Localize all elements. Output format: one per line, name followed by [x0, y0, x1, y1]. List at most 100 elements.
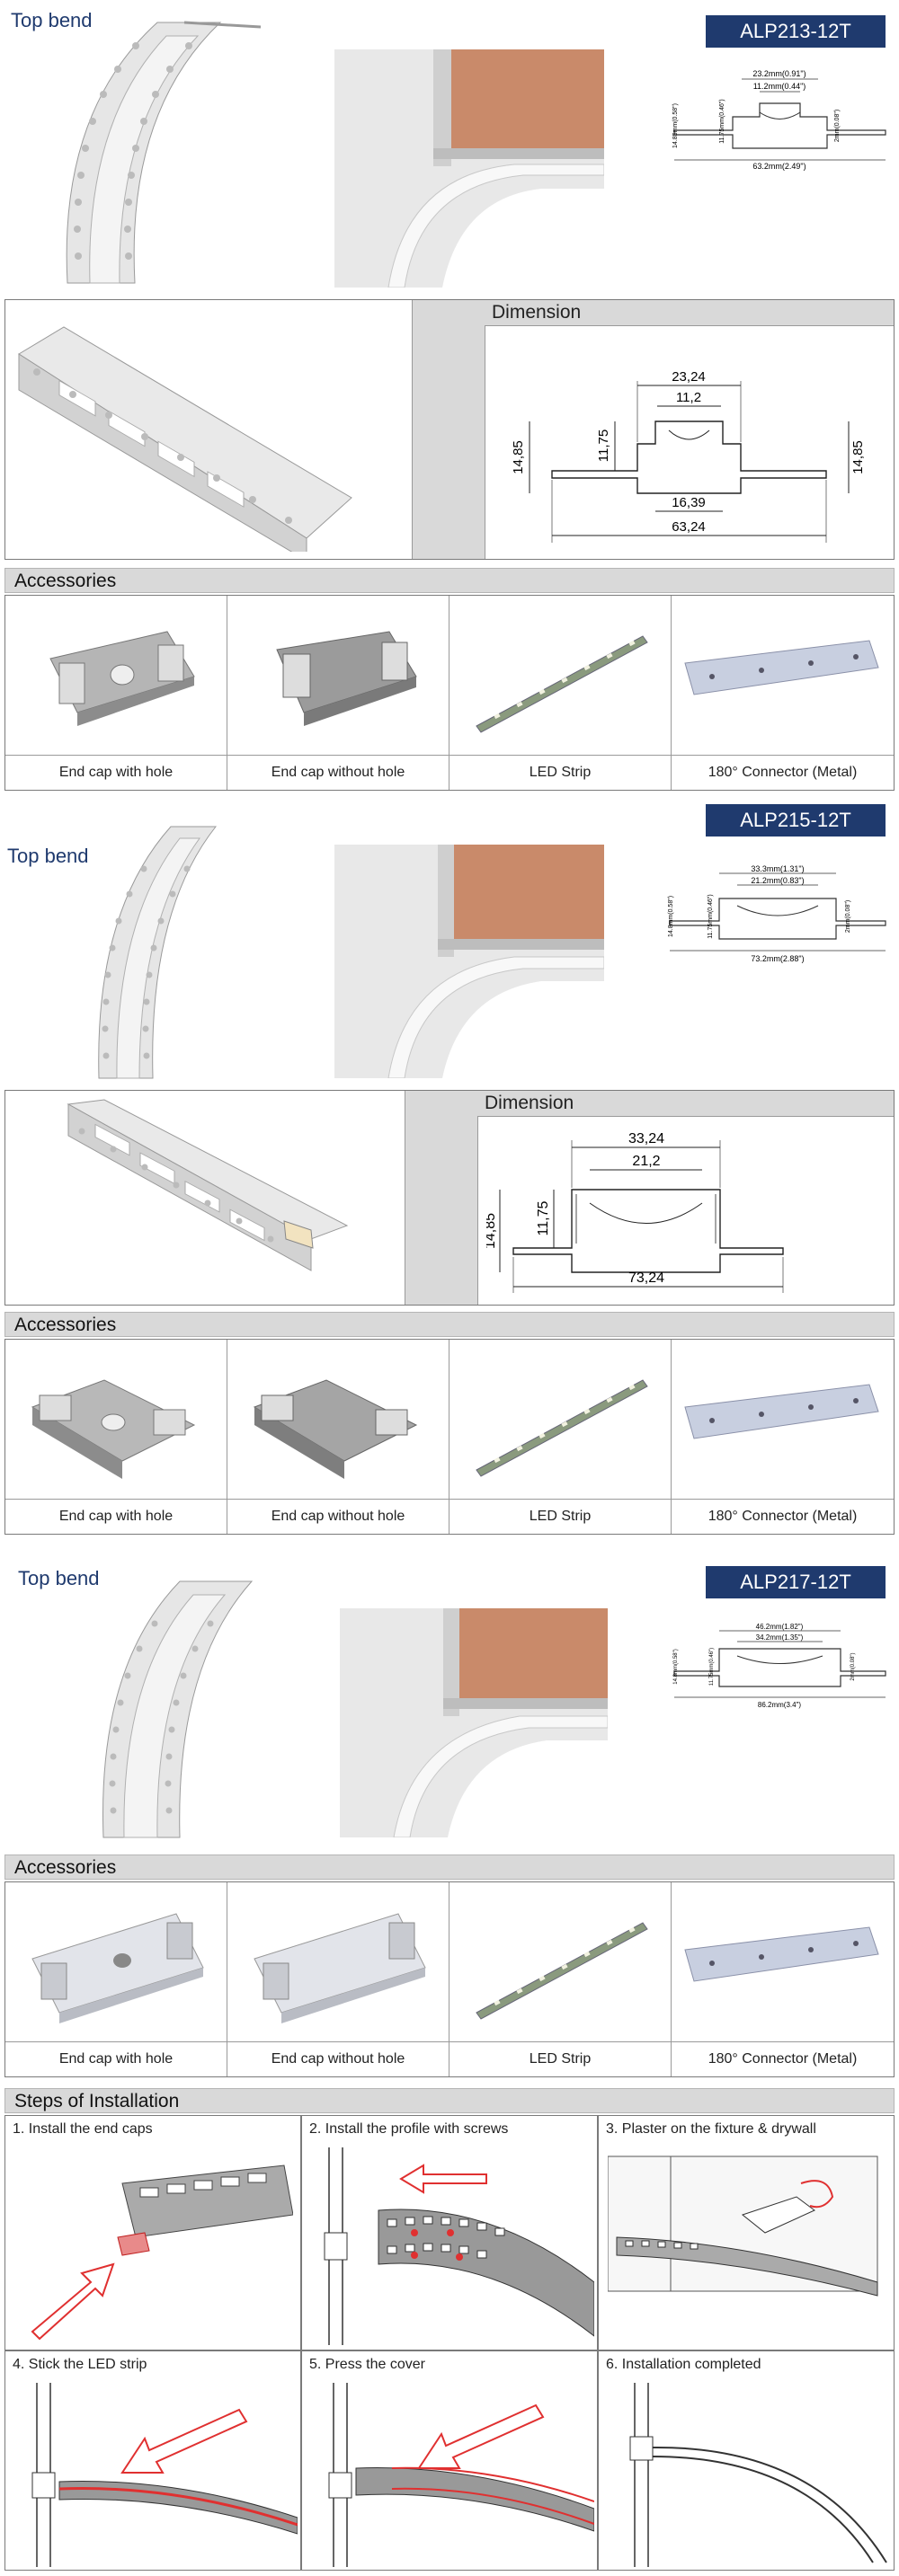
accessory-caption: End cap with hole	[5, 1499, 227, 1534]
dim-h-left: 14,85	[486, 1213, 498, 1249]
dim-h3: 2mm(0.08")	[834, 110, 841, 142]
top-bend-label: Top bend	[18, 1567, 100, 1589]
end-cap-with-hole-image	[31, 1379, 196, 1479]
dim-h2: 11.75mm(0.46")	[708, 894, 714, 938]
accessory-end-cap-with-hole: End cap with hole	[5, 1340, 227, 1534]
accessory-caption: LED Strip	[450, 755, 671, 790]
accessory-led-strip: LED Strip	[450, 1340, 672, 1534]
dim-h-inner: 11,75	[596, 429, 611, 462]
accessory-end-cap-with-hole: End cap with hole	[5, 1882, 227, 2076]
end-cap-with-hole-image	[49, 631, 195, 726]
profile-3d-image	[18, 326, 352, 552]
accessory-led-strip: LED Strip	[450, 596, 672, 790]
dim-h2: 11.75mm(0.46")	[709, 1648, 715, 1686]
step-title: 6. Installation completed	[606, 2357, 761, 2372]
accessories-grid: End cap with hole End cap without hole L…	[4, 595, 895, 791]
accessory-connector-metal: 180° Connector (Metal)	[672, 596, 894, 790]
installation-step-6: 6. Installation completed	[598, 2350, 895, 2571]
dim-top: 33,24	[628, 1131, 664, 1146]
installation-step-4: 4. Stick the LED strip	[4, 2350, 301, 2571]
end-cap-without-hole-image	[253, 1379, 418, 1479]
top-bend-label: Top bend	[11, 9, 93, 31]
accessory-caption: End cap without hole	[227, 2041, 449, 2076]
step-4-illustration	[31, 2383, 298, 2567]
product-dimension-panel: Dimension 23,24 11,2 16,39 63,24 14,85 1…	[4, 299, 895, 560]
dim-w3: 63.2mm(2.49")	[752, 162, 806, 171]
divider-strip	[405, 1091, 478, 1305]
step-2-illustration	[324, 2147, 594, 2345]
accessory-caption: 180° Connector (Metal)	[672, 2041, 894, 2076]
dim-h-right: 14,85	[850, 440, 866, 474]
step-3-illustration	[608, 2156, 878, 2297]
dim-h2: 11.75mm(0.46")	[719, 99, 725, 143]
step-1-illustration	[31, 2164, 293, 2341]
accessory-end-cap-without-hole: End cap without hole	[227, 1882, 450, 2076]
connector-image	[684, 1384, 879, 1439]
led-strip-image	[476, 635, 648, 733]
installation-header: Steps of Installation	[4, 2088, 895, 2113]
model-label: ALP215-12T	[706, 804, 886, 837]
led-strip-image	[476, 1379, 648, 1477]
step-title: 1. Install the end caps	[13, 2121, 153, 2137]
end-cap-without-hole-image	[276, 631, 417, 726]
dim-w1: 23.2mm(0.91")	[752, 69, 806, 78]
curved-profile-image	[102, 1580, 254, 1838]
small-dimension-drawing: 33.3mm(1.31") 21.2mm(0.83") 73.2mm(2.88"…	[668, 864, 886, 963]
step-title: 4. Stick the LED strip	[13, 2357, 147, 2372]
accessory-connector-metal: 180° Connector (Metal)	[672, 1340, 894, 1534]
dim-w1: 46.2mm(1.82")	[756, 1623, 804, 1631]
connector-image	[684, 640, 879, 695]
dim-h3: 2mm(0.08")	[845, 900, 851, 933]
profile-3d-image	[67, 1099, 349, 1271]
dim-w2: 34.2mm(1.35")	[756, 1633, 804, 1642]
dim-bottom-inner: 16,39	[672, 495, 706, 510]
curved-profile-image	[98, 826, 218, 1079]
dim-total: 73,24	[628, 1270, 664, 1286]
dimension-panel: Dimension 23,24 11,2 16,39 63,24 14,85 1…	[485, 300, 894, 559]
accessory-end-cap-with-hole: End cap with hole	[5, 596, 227, 790]
divider-strip	[412, 300, 485, 559]
step-5-illustration	[328, 2383, 594, 2567]
dimension-drawing: 23,24 11,2 16,39 63,24 14,85 11,75 14,85	[511, 369, 866, 543]
accessory-caption: 180° Connector (Metal)	[672, 1499, 894, 1534]
dim-total: 63,24	[672, 519, 706, 535]
accessories-grid: End cap with hole End cap without hole L…	[4, 1881, 895, 2077]
dim-inner: 11,2	[676, 390, 701, 405]
accessories-header: Accessories	[4, 1312, 895, 1337]
dimension-drawing: 33,24 21,2 73,24 14,85 11,75	[486, 1131, 784, 1293]
accessories-grid: End cap with hole End cap without hole L…	[4, 1339, 895, 1535]
accessory-end-cap-without-hole: End cap without hole	[227, 596, 450, 790]
accessory-caption: End cap with hole	[5, 755, 227, 790]
dim-w1: 33.3mm(1.31")	[751, 864, 804, 873]
dimension-title: Dimension	[477, 1091, 894, 1117]
dim-h-inner: 11,75	[536, 1200, 551, 1235]
connector-image	[684, 1926, 879, 1982]
accessory-connector-metal: 180° Connector (Metal)	[672, 1882, 894, 2076]
dim-w3: 73.2mm(2.88")	[751, 954, 804, 963]
model-label: ALP217-12T	[706, 1566, 886, 1598]
dim-w3: 86.2mm(3.4")	[758, 1701, 802, 1709]
end-cap-with-hole-image	[31, 1913, 204, 2023]
dim-h1: 14.85mm(0.58")	[672, 103, 679, 148]
step-6-illustration	[629, 2383, 887, 2567]
dim-w2: 21.2mm(0.83")	[751, 876, 804, 885]
dim-h3: 2mm(0.08")	[850, 1652, 856, 1680]
ceiling-render-image	[334, 49, 604, 288]
accessory-caption: End cap without hole	[227, 1499, 449, 1534]
ceiling-render-image	[340, 1608, 608, 1837]
dim-h1: 14.8mm(0.58")	[673, 1649, 679, 1684]
model-label: ALP213-12T	[706, 15, 886, 48]
accessory-caption: End cap with hole	[5, 2041, 227, 2076]
dim-h1: 14.8mm(0.58")	[668, 896, 674, 937]
accessories-header: Accessories	[4, 1855, 895, 1880]
top-bend-label: Top bend	[7, 845, 89, 867]
curved-profile-image	[66, 21, 262, 284]
small-dimension-drawing: 23.2mm(0.91") 11.2mm(0.44") 63.2mm(2.49"…	[672, 69, 886, 171]
installation-step-2: 2. Install the profile with screws	[301, 2115, 598, 2350]
step-title: 2. Install the profile with screws	[309, 2121, 509, 2137]
dim-h-left: 14,85	[511, 440, 526, 474]
accessory-led-strip: LED Strip	[450, 1882, 672, 2076]
installation-step-5: 5. Press the cover	[301, 2350, 598, 2571]
led-strip-image	[476, 1922, 648, 2020]
accessories-header: Accessories	[4, 568, 895, 593]
